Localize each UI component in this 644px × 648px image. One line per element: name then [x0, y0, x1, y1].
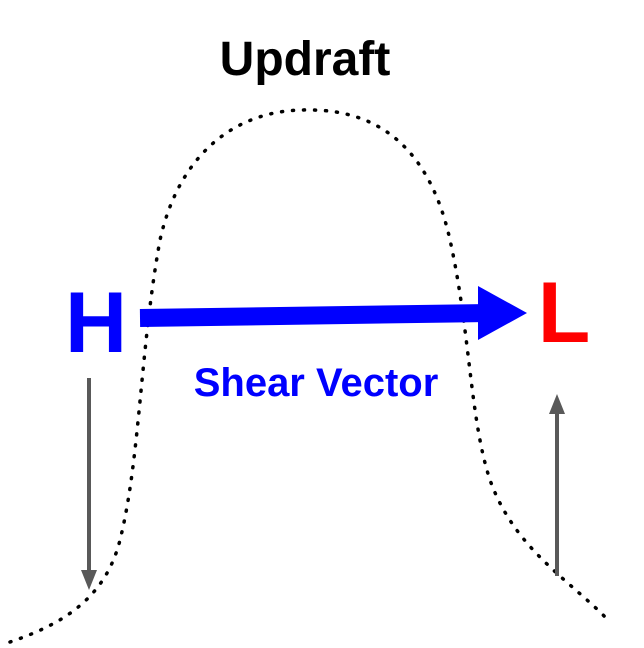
shear-vector-arrowhead: [478, 286, 527, 340]
shear-vector-label: Shear Vector: [194, 361, 439, 405]
downdraft-arrow: [81, 378, 97, 590]
diagram-title: Updraft: [220, 33, 391, 86]
updraft-arrow: [549, 394, 565, 576]
shear-vector-arrow: [139, 286, 527, 340]
shear-vector-shaft: [139, 304, 491, 327]
high-label: H: [65, 275, 127, 371]
updraft-outline: [8, 108, 612, 644]
low-label: L: [538, 265, 591, 361]
